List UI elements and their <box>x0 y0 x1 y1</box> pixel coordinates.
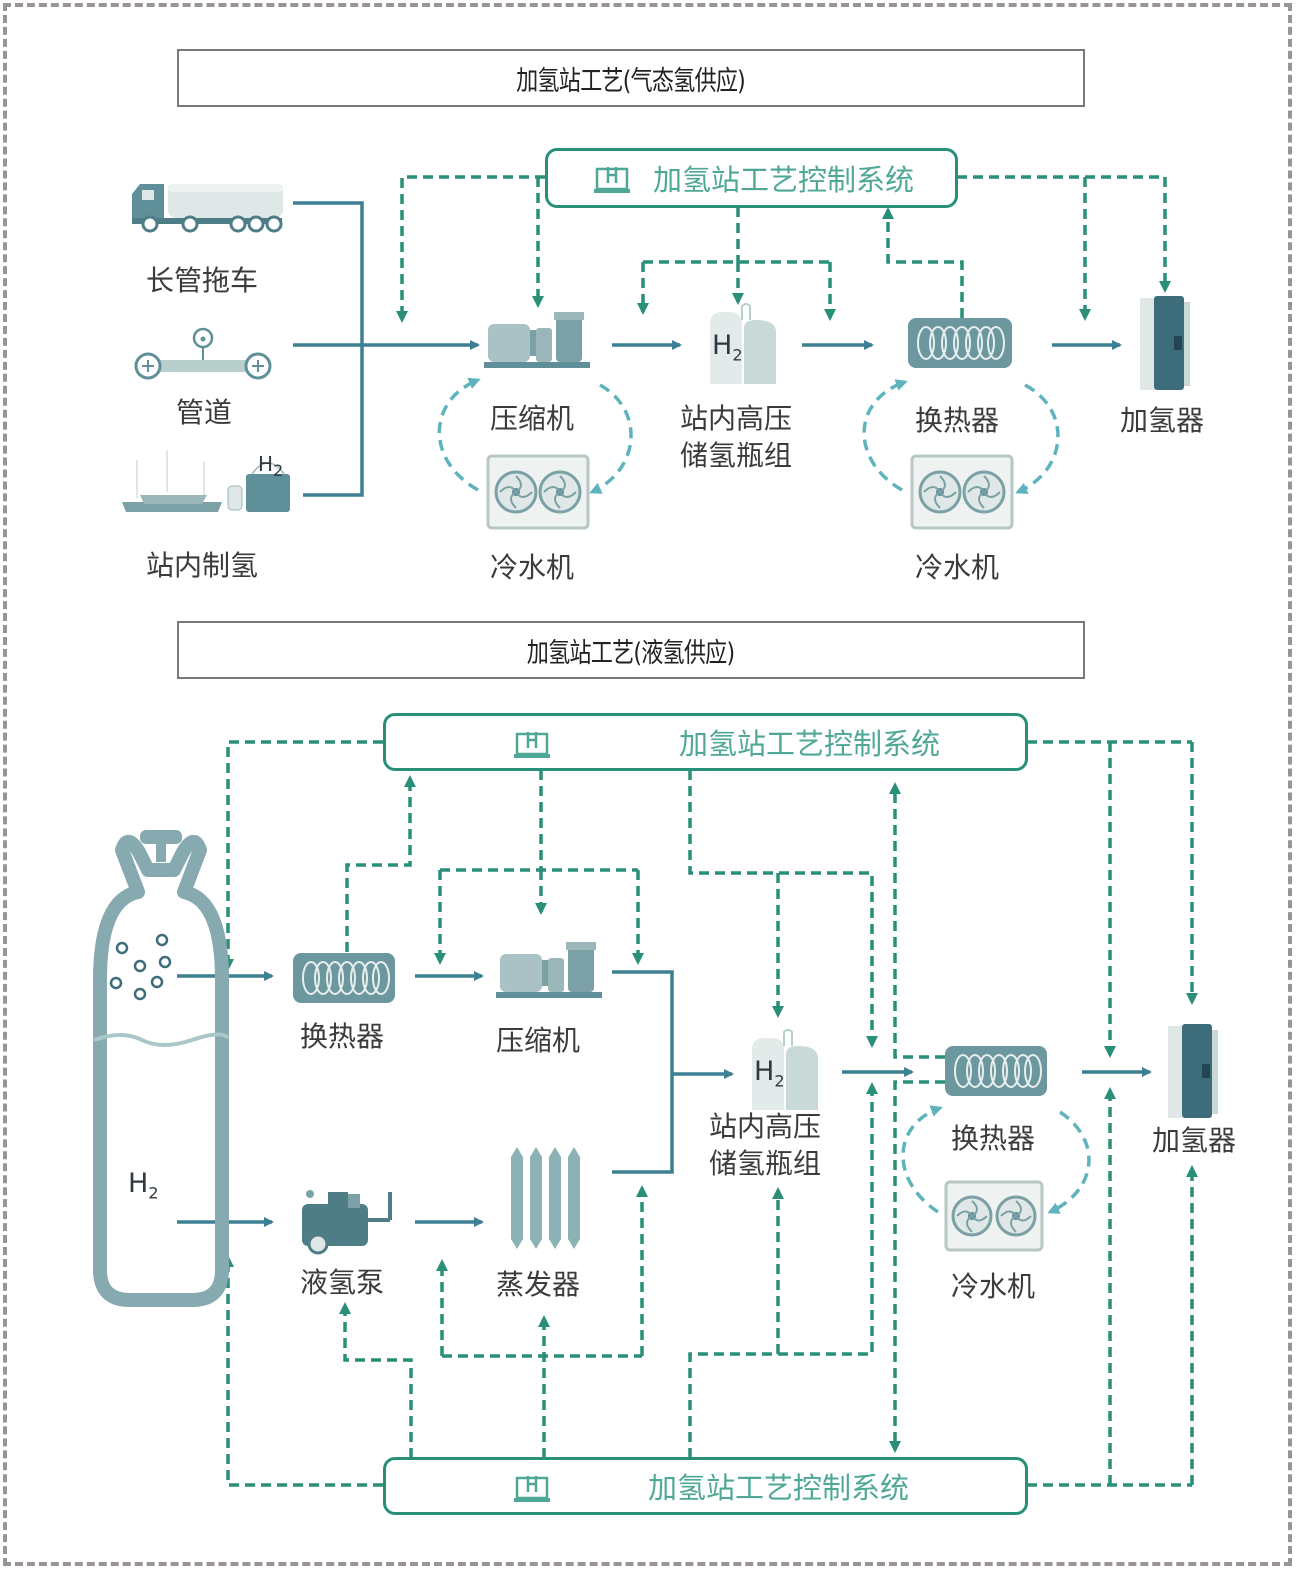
chiller-fan-icon <box>910 454 1014 530</box>
ctrl-to-inlet <box>396 175 545 323</box>
equipment-label-lh2-pump: 液氢泵 <box>300 1266 385 1299</box>
equipment-label-heat-exchanger: 换热器 <box>951 1122 1036 1155</box>
ctrl-bottom-to-pump <box>339 1302 413 1458</box>
h2-badge: H2 <box>754 1056 785 1091</box>
equipment-label-vaporizer: 蒸发器 <box>496 1268 581 1301</box>
control-system-label: 加氢站工艺控制系统 <box>679 727 941 761</box>
gas-flow-lines <box>293 201 1122 497</box>
equipment-label-storage-line2: 储氢瓶组 <box>680 439 793 472</box>
h2-badge: H2 <box>258 452 284 480</box>
h2-storage-cylinder-icon <box>710 303 776 384</box>
control-system-label: 加氢站工艺控制系统 <box>648 1471 910 1505</box>
gaseous-supply-title: 加氢站工艺(气态氢供应) <box>177 49 1085 107</box>
source-label-trailer: 长管拖车 <box>146 264 259 297</box>
equipment-label-heat-exchanger: 换热器 <box>915 404 1000 437</box>
control-system-box-liquid-top[interactable]: 加氢站工艺控制系统 <box>383 713 1028 771</box>
vaporizer-icon <box>511 1147 580 1249</box>
laptop-control-icon <box>514 732 550 758</box>
liquid-control-lines <box>222 740 1198 1487</box>
exchanger-feedback-top <box>345 775 416 952</box>
ctrl-bottom-to-storage-branch <box>688 1082 878 1458</box>
liquid-hydrogen-pump-icon <box>302 1190 392 1255</box>
laptop-control-icon <box>594 167 630 193</box>
chiller-label: 冷水机 <box>490 551 575 584</box>
ctrl-top-to-tank-outlet <box>222 740 383 971</box>
chiller-label: 冷水机 <box>915 551 1000 584</box>
tube-trailer-truck-icon <box>132 184 283 233</box>
liquid-cooling-loop <box>901 1105 1091 1214</box>
control-system-box-gaseous[interactable]: 加氢站工艺控制系统 <box>545 148 958 208</box>
onsite-electrolysis-icon <box>122 450 290 512</box>
control-system-label: 加氢站工艺控制系统 <box>653 163 915 197</box>
control-system-box-liquid-bottom[interactable]: 加氢站工艺控制系统 <box>383 1457 1028 1515</box>
source-label-onsite: 站内制氢 <box>146 549 259 582</box>
tank-h2-label: H2 <box>128 1168 159 1203</box>
equipment-label-dispenser: 加氢器 <box>1152 1124 1237 1157</box>
laptop-control-icon <box>514 1476 550 1502</box>
exchanger-cooling-loop-left <box>901 1105 943 1214</box>
gas-control-lines <box>396 175 1171 323</box>
h2-badge: H2 <box>712 330 743 365</box>
chiller-fan-icon <box>486 454 590 530</box>
liquid-flow-lines <box>177 970 1152 1227</box>
heat-exchanger-icon <box>908 318 1012 368</box>
equipment-label-dispenser: 加氢器 <box>1120 404 1205 437</box>
heat-exchanger-icon <box>293 953 395 1003</box>
exchanger-feedback-down <box>889 1080 945 1453</box>
ctrl-bottom-to-tank-outlet <box>222 1255 383 1487</box>
gas-cooling-loops <box>437 377 1060 494</box>
pipeline-valve-icon <box>134 327 272 380</box>
exchanger-feedback-up <box>889 782 945 1059</box>
flow-compressor-merge <box>612 970 674 1174</box>
dispenser-icon <box>1140 296 1190 390</box>
exchanger-cooling-loop-left <box>862 379 908 492</box>
liquid-supply-title-text: 加氢站工艺(液氢供应) <box>527 637 735 669</box>
outer-dashed-frame <box>3 3 1292 1566</box>
exchanger-cooling-loop-right <box>1015 383 1060 494</box>
equipment-label-storage-line1: 站内高压 <box>709 1110 822 1143</box>
chiller-fan-icon <box>944 1180 1044 1252</box>
equipment-label-storage-line1: 站内高压 <box>680 402 793 435</box>
compressor-icon <box>484 312 590 368</box>
source-label-pipeline: 管道 <box>176 396 233 429</box>
equipment-label-compressor: 压缩机 <box>496 1024 581 1057</box>
flow-trailer-line <box>293 201 364 497</box>
heat-exchanger-icon <box>945 1046 1047 1096</box>
compressor-cooling-loop-left <box>437 377 481 492</box>
ctrl-top-to-storage-branch <box>688 770 878 1048</box>
h2-storage-cylinder-icon <box>752 1029 818 1110</box>
equipment-label-compressor: 压缩机 <box>490 402 575 435</box>
gaseous-supply-title-text: 加氢站工艺(气态氢供应) <box>516 65 747 97</box>
liquid-hydrogen-tank-icon <box>93 830 230 1307</box>
dispenser-icon <box>1168 1024 1218 1118</box>
liquid-supply-title: 加氢站工艺(液氢供应) <box>177 621 1085 679</box>
compressor-cooling-loop-right <box>589 383 633 494</box>
equipment-label-storage-line2: 储氢瓶组 <box>709 1147 822 1180</box>
chiller-label: 冷水机 <box>951 1270 1036 1303</box>
compressor-icon <box>496 942 602 998</box>
exchanger-feedback <box>882 207 964 318</box>
equipment-label-heat-exchanger: 换热器 <box>300 1020 385 1053</box>
exchanger-cooling-loop-right <box>1047 1110 1091 1214</box>
